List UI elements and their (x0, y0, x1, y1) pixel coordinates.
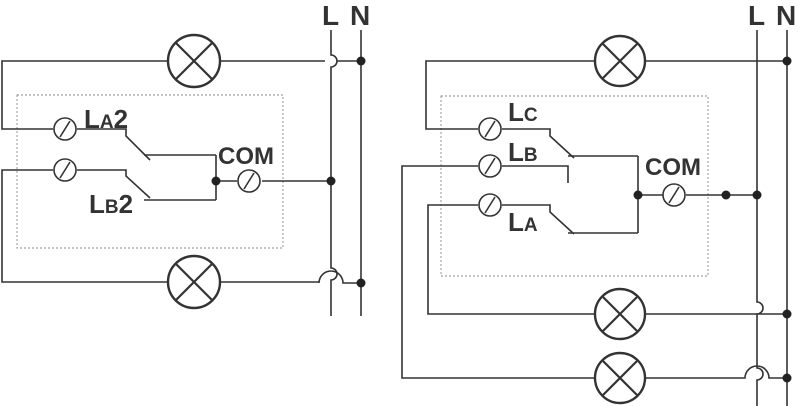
left-bottom-lamp-neutral-wire (219, 270, 361, 284)
label-num: 2 (114, 104, 128, 134)
right-rail-n-label: N (776, 0, 796, 31)
left-terminal-b2-label: LB2 (89, 189, 133, 219)
right-terminal-a-label: LA (508, 207, 538, 237)
right-contact-a (502, 204, 638, 235)
right-junction-dot (782, 309, 792, 319)
label-sub: B (524, 145, 538, 166)
label-num: 2 (119, 189, 133, 219)
left-junction-dot (211, 176, 221, 186)
right-top-lamp-cross (602, 43, 638, 79)
right-terminal-b-icon (478, 154, 502, 178)
left-bottom-lamp-feed-wire (1, 169, 169, 283)
right-terminal-c-label: LC (508, 97, 538, 127)
right-middle-lamp-feed-wire (427, 204, 595, 315)
left-contact-b2 (77, 169, 216, 201)
label-main: L (508, 97, 524, 127)
left-live-rail (330, 30, 338, 316)
label-main: L (508, 207, 524, 237)
left-junction-dot (356, 278, 366, 288)
right-bottom-lamp-neutral-wire (645, 365, 787, 379)
left-terminal-b2-icon (53, 158, 77, 182)
right-switch-module-outline (440, 95, 709, 277)
label-main: L (89, 189, 105, 219)
left-contact-a2 (77, 128, 216, 161)
right-junction-dot (782, 56, 792, 66)
label-main: L (508, 137, 524, 167)
right-rail-l-label: L (748, 0, 765, 31)
left-top-lamp-feed-wire (1, 60, 169, 130)
right-junction-dot (721, 190, 731, 200)
right-junction-dot (782, 373, 792, 383)
left-rail-l-label: L (322, 0, 339, 31)
label-sub: C (524, 105, 538, 126)
label-sub: A (524, 215, 538, 236)
left-bottom-lamp-cross (175, 263, 213, 301)
left-wiring-diagram: L N LA2 LB2 COM (1, 0, 370, 316)
right-top-lamp-feed-wire (425, 60, 595, 130)
left-junction-dot (356, 56, 366, 66)
left-top-lamp-cross (175, 42, 213, 80)
left-terminal-com-icon (237, 169, 261, 193)
right-terminal-com-icon (662, 183, 686, 207)
left-switch-module-outline (16, 94, 284, 249)
right-junction-dot (633, 190, 643, 200)
right-live-rail (756, 30, 764, 406)
right-junction-dot (752, 190, 762, 200)
label-main: L (84, 104, 100, 134)
right-com-label: COM (645, 154, 701, 181)
right-terminal-c-icon (478, 117, 502, 141)
right-terminal-a-icon (478, 193, 502, 217)
left-com-label: COM (218, 143, 274, 170)
label-sub: A (100, 112, 114, 133)
right-contact-b (502, 165, 569, 183)
right-contact-c (502, 128, 638, 159)
right-bottom-lamp-feed-wire (401, 165, 595, 379)
left-terminal-a2-label: LA2 (84, 104, 128, 134)
right-bottom-lamp-cross (602, 360, 638, 396)
left-rail-n-label: N (350, 0, 370, 31)
right-middle-lamp-cross (602, 296, 638, 332)
right-wiring-diagram: L N LC LB LA COM (401, 0, 796, 406)
right-terminal-b-label: LB (508, 137, 538, 167)
left-terminal-a2-icon (53, 117, 77, 141)
label-sub: B (105, 197, 119, 218)
left-junction-dot (326, 176, 336, 186)
